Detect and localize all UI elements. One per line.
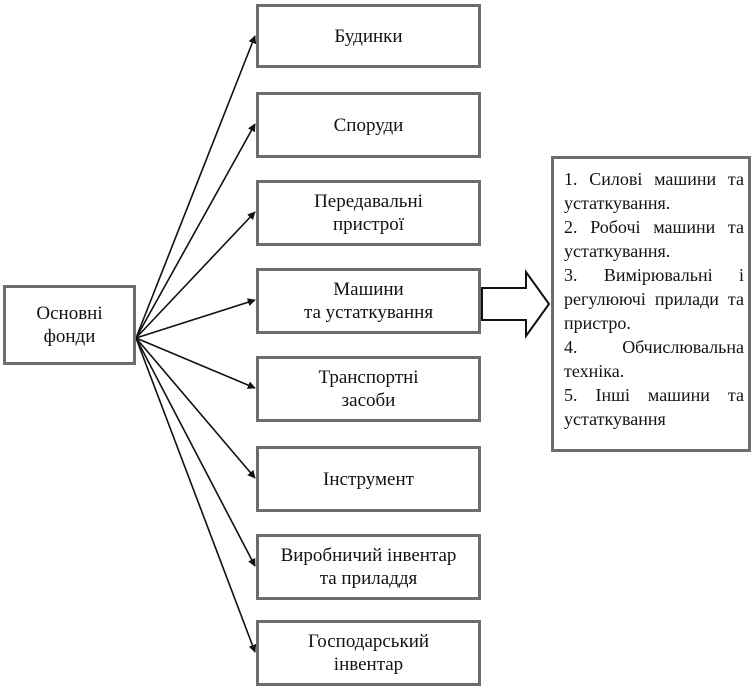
category-label-production-inventory: Виробничий інвентар та приладдя: [280, 545, 457, 589]
category-box-tools: Інструмент: [256, 446, 481, 512]
category-box-household-inventory: Господарський інвентар: [256, 620, 481, 686]
arrow-to-production_inventory: [135, 337, 256, 567]
category-label-machines: Машини та устаткування: [303, 279, 434, 323]
arrow-to-transport: [135, 337, 256, 389]
source-box-fixed-assets: Основні фонди: [3, 285, 136, 365]
machines-detail-box: 1. Силові машини та устаткування. 2. Роб…: [551, 156, 751, 452]
category-box-buildings: Будинки: [256, 4, 481, 68]
category-label-transmission: Передавальні пристрої: [314, 191, 423, 235]
category-label-household-inventory: Господарський інвентар: [307, 631, 430, 675]
arrow-to-machines: [135, 298, 256, 339]
arrow-to-structures: [135, 123, 256, 339]
category-box-production-inventory: Виробничий інвентар та приладдя: [256, 534, 481, 600]
arrow-to-household_inventory: [135, 337, 257, 653]
category-box-transport: Транспортні засоби: [256, 356, 481, 422]
source-label: Основні фонди: [36, 303, 103, 347]
category-label-buildings: Будинки: [334, 25, 403, 47]
block-arrow-to-detail: [481, 268, 551, 340]
category-label-tools: Інструмент: [323, 468, 414, 490]
detail-item-other-machines: 5. Інші машини та устаткування: [564, 385, 744, 429]
arrow-to-tools: [135, 337, 256, 479]
category-box-structures: Споруди: [256, 92, 481, 158]
arrow-to-buildings: [135, 35, 257, 339]
arrow-to-transmission: [135, 211, 256, 339]
detail-item-computing: 4. Обчислювальна техніка.: [564, 337, 744, 381]
detail-item-power-machines: 1. Силові машини та устаткування.: [564, 169, 744, 213]
category-box-transmission: Передавальні пристрої: [256, 180, 481, 246]
category-label-transport: Транспортні засоби: [318, 367, 419, 411]
category-box-machines: Машини та устаткування: [256, 268, 481, 334]
detail-item-working-machines: 2. Робочі машини та устаткування.: [564, 217, 744, 261]
source-to-category-arrows: [135, 35, 257, 653]
detail-item-measuring-devices: 3. Вимірювальні і регулюючі прилади та п…: [564, 265, 744, 333]
category-label-structures: Споруди: [333, 114, 404, 136]
